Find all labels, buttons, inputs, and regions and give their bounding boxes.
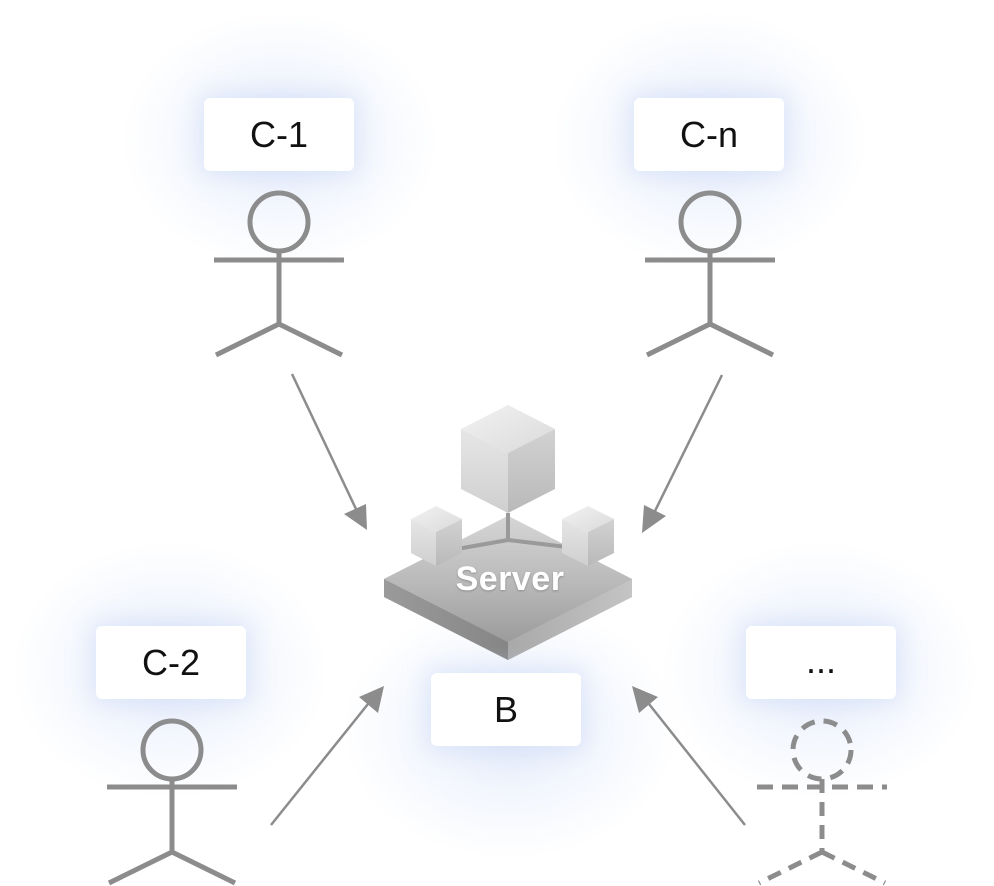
arrow-placeholder-to-server [632, 686, 746, 826]
arrow-cn-to-server [642, 374, 724, 533]
arrow-c2-to-server [270, 686, 384, 826]
client-cn-label: C-n [634, 98, 784, 171]
client-more-label: ... [746, 626, 896, 699]
client-c1-label: C-1 [204, 98, 354, 171]
server-label: Server [455, 560, 565, 598]
server-caption-label: B [431, 673, 581, 746]
client-c2-label: C-2 [96, 626, 246, 699]
client-c1-stick-figure-icon [214, 190, 344, 358]
arrow-c1-to-server [290, 373, 367, 530]
client-c2-stick-figure-icon [107, 718, 237, 886]
server-cubes-icon [384, 405, 632, 660]
client-cn-stick-figure-icon [645, 190, 775, 358]
client-placeholder-dashed-stick-figure-icon [757, 718, 887, 886]
